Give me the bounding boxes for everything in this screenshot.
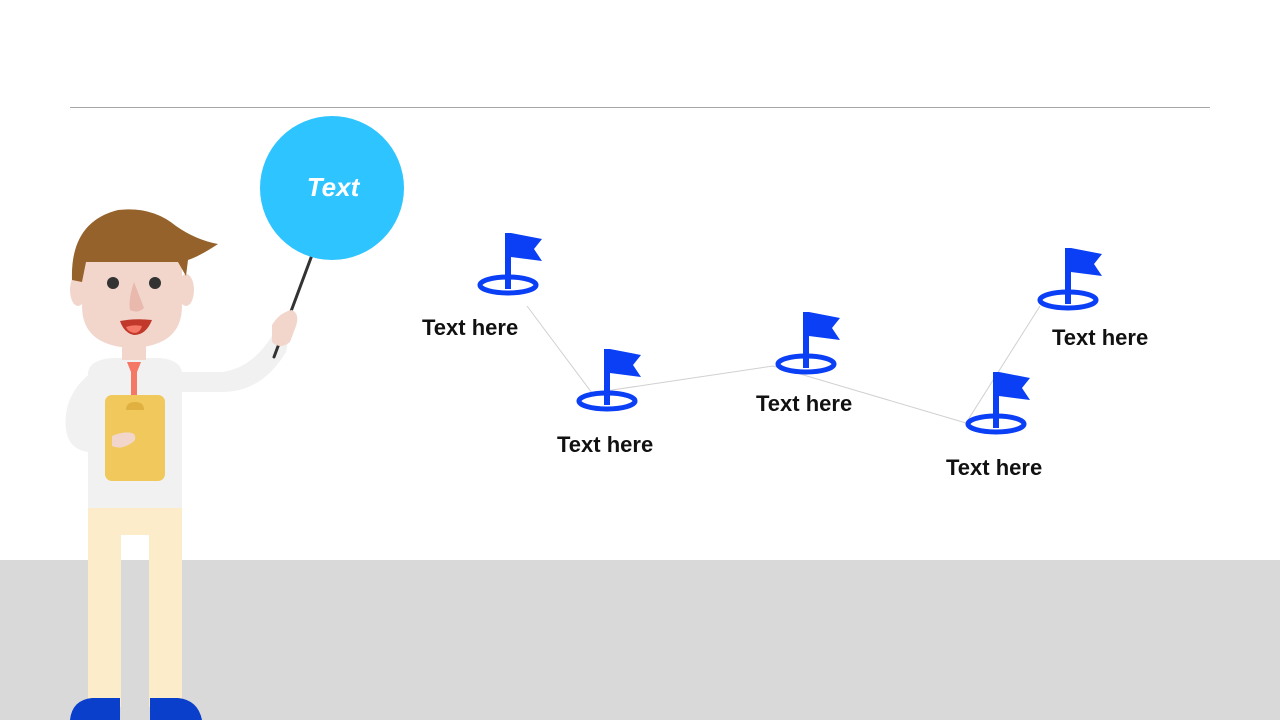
presenter-bubble	[260, 116, 404, 260]
flag-icon	[477, 233, 542, 296]
left-hand	[112, 432, 136, 448]
right-hand	[272, 310, 298, 346]
milestone-label-1: Text here	[422, 315, 519, 340]
presenter-figure	[65, 209, 314, 720]
tie	[127, 362, 141, 396]
milestone-label-5: Text here	[1052, 325, 1149, 350]
milestone-label-4: Text here	[946, 455, 1043, 480]
flag-icon	[1037, 248, 1102, 311]
flag-icon	[965, 372, 1030, 435]
floor	[0, 560, 1280, 720]
left-shoe	[70, 698, 120, 720]
milestone-label-2: Text here	[557, 432, 654, 457]
hips	[88, 507, 182, 535]
bubble-text: Text	[306, 172, 360, 202]
right-leg	[149, 507, 182, 707]
header-divider	[70, 107, 1210, 108]
left-arm	[65, 372, 112, 453]
milestone-connector	[526, 305, 1041, 424]
right-eye	[149, 277, 161, 289]
right-shoe	[150, 698, 202, 720]
clipboard-clip	[126, 402, 144, 410]
right-arm	[172, 332, 290, 392]
nose	[129, 282, 144, 312]
left-eye	[107, 277, 119, 289]
flag-icon	[576, 349, 641, 412]
tongue	[126, 325, 142, 333]
milestone-label-3: Text here	[756, 391, 853, 416]
left-leg	[88, 507, 121, 707]
flag-icon	[775, 312, 840, 375]
hair	[71, 209, 218, 282]
